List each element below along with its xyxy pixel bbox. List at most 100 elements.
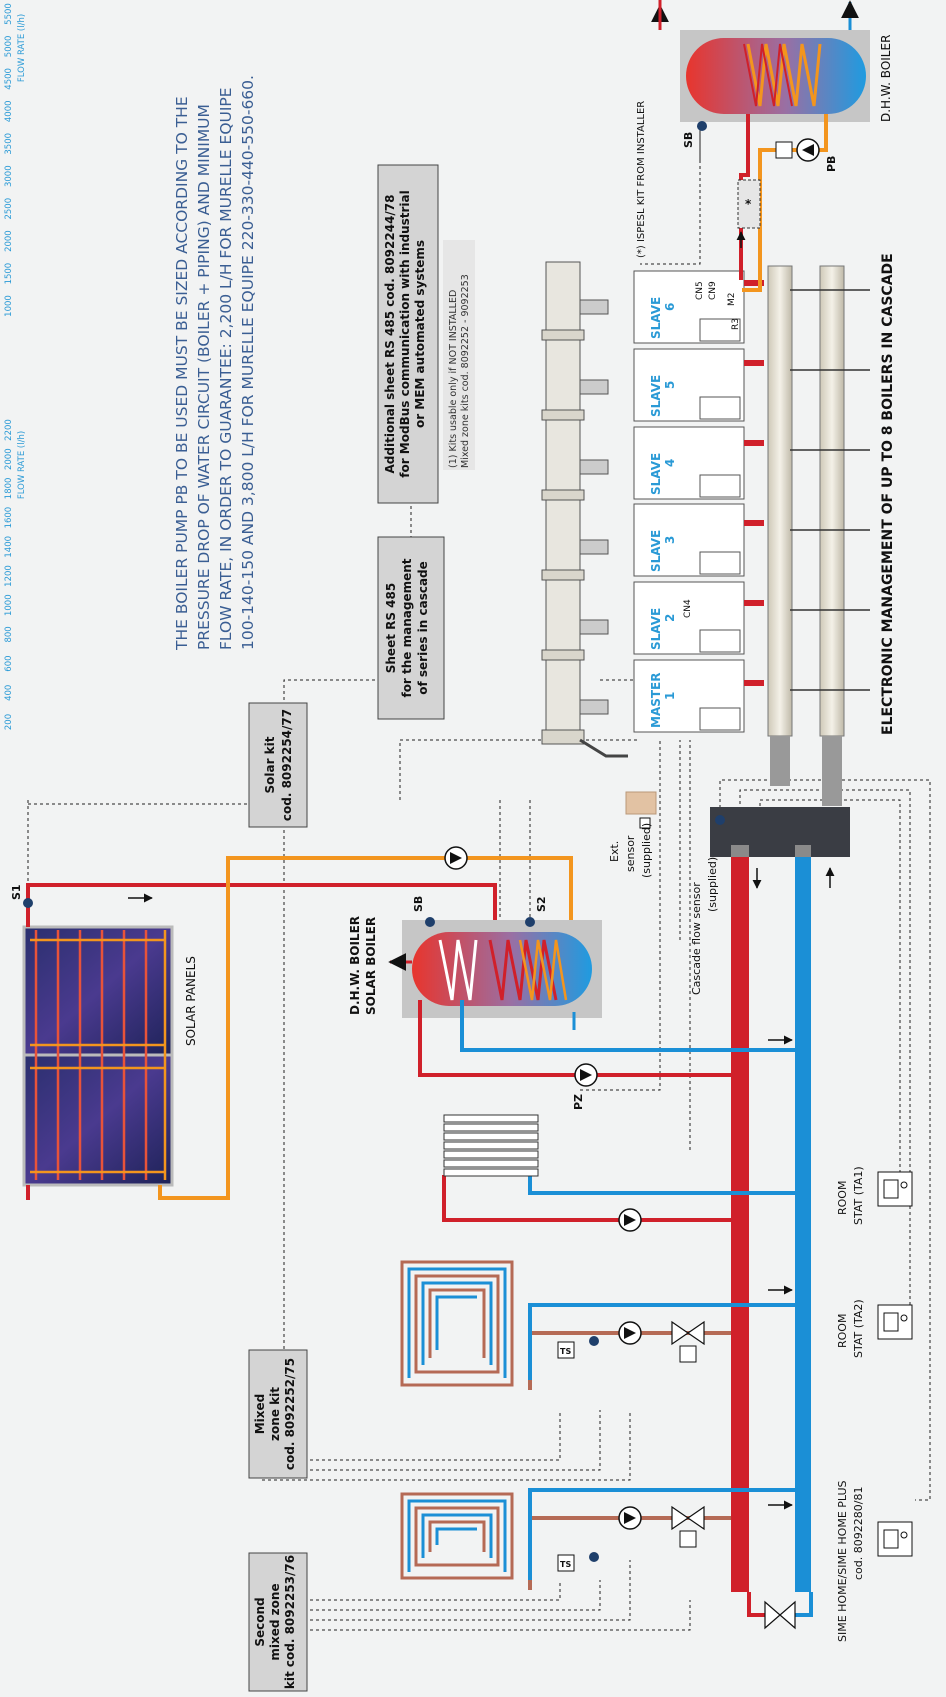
floor-heating-zone-1 <box>400 1260 514 1387</box>
pz-label: PZ <box>572 1094 585 1110</box>
second-mixed-zone-line-1: Second <box>253 1597 267 1646</box>
flow-axis-right-tick: 4500 <box>4 68 14 90</box>
mixed-zone-line-2: zone kit <box>268 1387 282 1441</box>
rs485-line-3: of series in cascade <box>416 561 430 695</box>
cfs-label-1: Cascade flow sensor <box>690 882 703 995</box>
flow-axis-left-tick: 2000 <box>4 448 14 470</box>
pb-label: PB <box>825 156 838 172</box>
ispesl-kit: * (*) ISPESL KIT FROM INSTALLER <box>636 101 761 258</box>
second-mixed-zone-line-2: mixed zone <box>268 1583 282 1660</box>
flow-axis-right-label: FLOW RATE (l/h) <box>17 14 27 82</box>
flow-axis-left-tick: 400 <box>4 685 14 701</box>
rs485-info-box: Sheet RS 485 for the management of serie… <box>377 536 445 720</box>
sime-label-2: cod. 8092280/81 <box>852 1487 865 1580</box>
ta2-label-2: STAT (TA2) <box>852 1299 865 1358</box>
rs485-line-1: Sheet RS 485 <box>384 583 398 674</box>
mixed-zone-line-1: Mixed <box>253 1394 267 1435</box>
m2-label: M2 <box>727 293 737 307</box>
dhw-boiler-top: D.H.W. BOILER <box>651 0 893 122</box>
ts-sensor-zone-1: TS <box>557 1336 599 1359</box>
cascade-title: ELECTRONIC MANAGEMENT OF UP TO 8 BOILERS… <box>880 253 896 735</box>
floor-heating-zone-2 <box>400 1492 514 1580</box>
zone1-mixing-valve <box>671 1320 705 1363</box>
flow-axis-right-tick: 3000 <box>4 165 14 187</box>
solar-kit-line-2: cod. 8092254/77 <box>280 709 294 821</box>
s1-label: S1 <box>10 884 23 900</box>
ext-label-3: (supplied) <box>640 823 653 878</box>
zone1-pump <box>618 1321 642 1345</box>
sime-label-1: SIME HOME/SIME HOME PLUS <box>836 1480 849 1642</box>
flow-axis-left-tick: 2200 <box>4 419 14 441</box>
main-flow-line <box>731 845 749 1592</box>
kits-note: (1) Kits usable only if NOT INSTALLED Mi… <box>443 240 475 470</box>
flow-axis-left-tick: 600 <box>4 655 14 671</box>
cfs-label-2: (supplied) <box>706 857 719 912</box>
boiler-role-label: SLAVE <box>649 297 663 339</box>
external-sensor: Ext. sensor (supplied) <box>608 791 657 878</box>
flow-axis-left-label: FLOW RATE (l/h) <box>17 431 27 499</box>
flow-axis-left-tick: 1400 <box>4 536 14 558</box>
flow-axis-right-tick: 2000 <box>4 230 14 252</box>
ta1-label-1: ROOM <box>836 1181 849 1215</box>
ext-label-2: sensor <box>624 835 637 872</box>
radiator <box>443 1114 539 1177</box>
rs485-line-2: for the management <box>400 558 414 697</box>
notice-line-2: PRESSURE DROP OF WATER CIRCUIT (BOILER +… <box>195 104 213 650</box>
pump-sizing-notice: THE BOILER PUMP PB TO BE USED MUST BE SI… <box>173 75 257 651</box>
boiler-number-label: 4 <box>663 459 677 467</box>
boiler-number-label: 6 <box>663 303 677 311</box>
second-mixed-zone-kit-box: Second mixed zone kit cod. 8092253/76 <box>248 1552 308 1692</box>
cn5-label: CN5 <box>695 281 705 300</box>
ts-label-1: TS <box>560 1347 571 1356</box>
spesl-label: (*) ISPESL KIT FROM INSTALLER <box>636 101 647 258</box>
pb-pump: PB <box>775 138 838 172</box>
boiler-role-label: MASTER <box>649 673 663 729</box>
cn4-label: CN4 <box>683 599 693 618</box>
ts-sensor-zone-2: TS <box>557 1552 599 1572</box>
main-return-line <box>795 845 811 1592</box>
modbus-line-2: for ModBus communication with industrial <box>398 190 412 478</box>
flow-axis-right-tick: 1000 <box>4 295 14 317</box>
dhw-boiler-top-label: D.H.W. BOILER <box>879 35 893 122</box>
modbus-line-3: or MEM automated systems <box>413 240 427 428</box>
flow-axis-right: 1000150020002500300035004000450050005500… <box>4 3 27 317</box>
flow-axis-left: 2004006008001000120014001600180020002200… <box>4 419 27 730</box>
kits-note-line-1: (1) Kits usable only if NOT INSTALLED <box>448 290 459 468</box>
notice-line-3: FLOW RATE, IN ORDER TO GUARANTEE: 2,200 … <box>217 87 235 650</box>
boiler-role-label: SLAVE <box>649 375 663 417</box>
solar-kit-box: Solar kit cod. 8092254/77 <box>248 702 308 828</box>
r3-label: R3 <box>731 318 741 330</box>
ext-label-1: Ext. <box>608 841 621 862</box>
ts-label-2: TS <box>560 1560 571 1569</box>
solar-pump <box>444 846 468 870</box>
boiler-number-label: 5 <box>663 381 677 389</box>
mixed-zone-line-3: cod. 8092252/75 <box>283 1358 297 1470</box>
sime-home-controller: SIME HOME/SIME HOME PLUS cod. 8092280/81 <box>836 1480 913 1642</box>
safety-valve <box>764 1600 796 1630</box>
modbus-line-1: Additional sheet RS 485 cod. 8092244/78 <box>383 195 397 474</box>
flow-axis-right-tick: 5500 <box>4 3 14 25</box>
ta2-label-1: ROOM <box>836 1314 849 1348</box>
flow-axis-right-tick: 4000 <box>4 100 14 122</box>
notice-line-1: THE BOILER PUMP PB TO BE USED MUST BE SI… <box>173 96 191 651</box>
s1-sensor: S1 <box>10 884 33 908</box>
cascade-manifolds <box>744 265 870 806</box>
control-wiring <box>27 109 931 1631</box>
cascade-flow-sensor: Cascade flow sensor (supplied) <box>690 815 725 995</box>
radiator-pump <box>618 1208 642 1232</box>
kits-note-line-2: Mixed zone kits cod. 8092252 - 9092253 <box>460 274 471 468</box>
boiler-number-label: 3 <box>663 536 677 544</box>
flow-axis-left-tick: 1600 <box>4 507 14 529</box>
zone2-mixing-valve <box>671 1505 705 1548</box>
boiler-role-label: SLAVE <box>649 608 663 650</box>
sb-solar-label: SB <box>412 896 425 912</box>
pz-pump: PZ <box>572 1063 598 1110</box>
ta1-label-2: STAT (TA1) <box>852 1166 865 1225</box>
sb-top-label: SB <box>682 132 695 148</box>
